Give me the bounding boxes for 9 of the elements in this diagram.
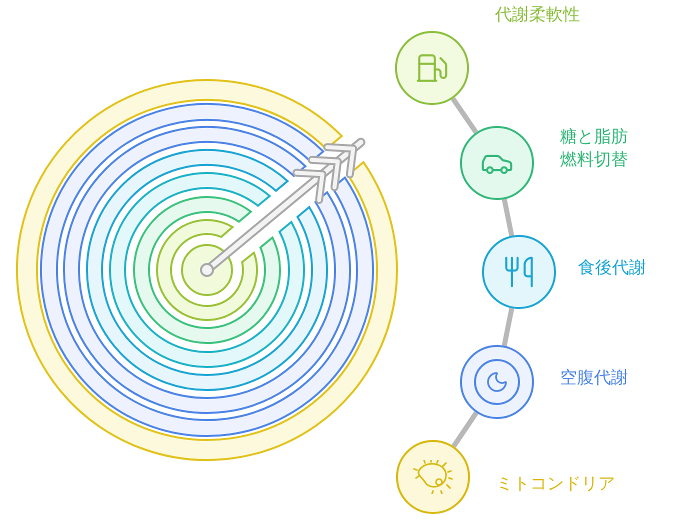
node-label: 代謝柔軟性 <box>495 4 581 27</box>
connector-line <box>450 97 478 134</box>
node-label: 食後代謝 <box>578 257 647 280</box>
connector-line <box>502 198 514 236</box>
node-label: 空腹代謝 <box>560 367 629 390</box>
connector-line <box>502 308 514 346</box>
node-label: 糖と脂肪燃料切替 <box>560 126 629 172</box>
connector-line <box>452 411 478 448</box>
node-label: ミトコンドリア <box>496 473 616 496</box>
